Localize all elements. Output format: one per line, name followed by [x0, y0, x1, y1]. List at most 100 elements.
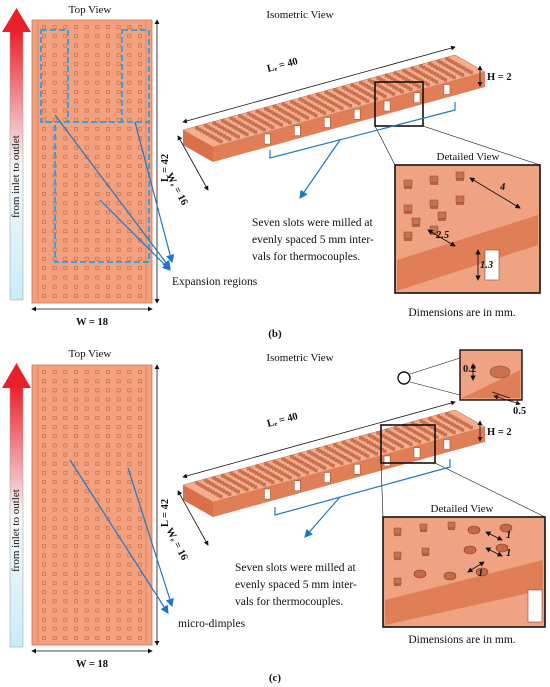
pin-fin [84, 434, 89, 439]
pin-fin [95, 145, 100, 150]
pin-fin [42, 294, 46, 298]
pin-fin [138, 80, 142, 85]
units-note-b: Dimensions are in mm. [408, 307, 515, 319]
iso-pin [203, 485, 207, 490]
pin-fin [127, 370, 132, 374]
detail-pin-side [394, 557, 401, 561]
pin-fin [63, 34, 68, 39]
iso-pin [217, 486, 221, 490]
pin-fin [106, 617, 110, 622]
pin-fin [138, 553, 142, 558]
units-note-c: Dimensions are in mm. [408, 634, 515, 646]
pin-fin [42, 80, 46, 85]
pin-fin [52, 370, 57, 374]
pin-fin [95, 370, 100, 374]
iso-pin [233, 488, 238, 493]
pin-fin [84, 535, 89, 540]
pin-fin [138, 210, 142, 215]
pin-fin [63, 425, 68, 429]
pin-fin [42, 397, 46, 402]
pin-fin [42, 275, 46, 280]
pin-fin [127, 182, 132, 187]
pin-fin [116, 182, 121, 187]
iso-view-title-c: Isometric View [266, 352, 333, 364]
iso-pin [391, 92, 396, 96]
pin-fin [95, 461, 100, 466]
pin-fin [106, 201, 110, 206]
pin-fin [84, 370, 89, 374]
pin-fin [42, 617, 46, 622]
pin-fin [127, 89, 132, 94]
iso-pin [251, 476, 256, 481]
pin-fin [42, 480, 46, 485]
pin-fin [84, 80, 89, 85]
pin-fin [52, 62, 57, 67]
iso-pin [391, 447, 396, 451]
iso-pin [228, 123, 233, 128]
pin-fin [127, 406, 132, 411]
iso-pin [226, 121, 230, 126]
pin-fin [63, 238, 68, 243]
pin-fin [52, 34, 57, 39]
iso-pin [461, 421, 465, 425]
iso-pin [208, 488, 213, 493]
iso-pin [203, 123, 208, 128]
pin-fin [63, 370, 68, 374]
flow-label-b: from inlet to outlet [10, 135, 22, 218]
iso-pin [242, 124, 247, 128]
pin-fin [42, 62, 46, 67]
pin-fin [42, 470, 46, 475]
detail-pin-side [404, 186, 412, 189]
iso-pin [460, 73, 465, 77]
pin-fin [116, 434, 121, 439]
pin-fin [106, 406, 110, 411]
pin-fin [116, 229, 121, 234]
pin-fin [63, 571, 68, 576]
iso-pin [205, 132, 210, 136]
iso-pin [203, 478, 208, 483]
pin-fin [106, 80, 110, 85]
dim-We-c: Wₑ = 16 [163, 526, 189, 562]
detail-pin [447, 521, 456, 528]
pin-fin [42, 89, 46, 94]
pin-fin [74, 80, 78, 85]
pin-fin [95, 626, 100, 631]
pin-fin [106, 480, 110, 485]
pin-fin [127, 247, 132, 252]
pin-fin [116, 210, 121, 215]
iso-pin [206, 480, 210, 484]
pin-fin [42, 154, 46, 159]
pin-grid-b [42, 25, 142, 298]
pin-fin [138, 434, 142, 439]
pin-fin [42, 425, 46, 429]
pin-fin [116, 599, 121, 604]
pin-fin [95, 636, 100, 640]
thermocouple-slot [264, 488, 271, 500]
pin-fin [74, 192, 78, 196]
pin-fin [116, 608, 121, 613]
pin-fin [106, 461, 110, 466]
pin-fin [63, 52, 68, 57]
iso-pin [259, 126, 264, 130]
pin-fin [52, 425, 57, 429]
pin-fin [127, 25, 132, 29]
pin-fin [95, 25, 100, 29]
iso-pin [463, 67, 468, 72]
pin-fin [116, 425, 121, 429]
thermocouple-slot [413, 447, 421, 458]
pin-fin [63, 388, 68, 393]
pin-fin [42, 284, 46, 289]
iso-pin [231, 131, 235, 136]
pin-fin [74, 617, 78, 622]
iso-pin [228, 130, 232, 135]
pin-fin [42, 43, 46, 48]
top-view-plate-c [31, 364, 153, 646]
pin-fin [74, 397, 78, 402]
pin-fin [127, 516, 132, 521]
iso-pin [296, 473, 301, 477]
pin-fin [63, 247, 68, 252]
pin-fin [42, 443, 46, 448]
pin-fin [116, 127, 121, 131]
pin-fin [84, 388, 89, 393]
iso-pin [223, 127, 227, 131]
